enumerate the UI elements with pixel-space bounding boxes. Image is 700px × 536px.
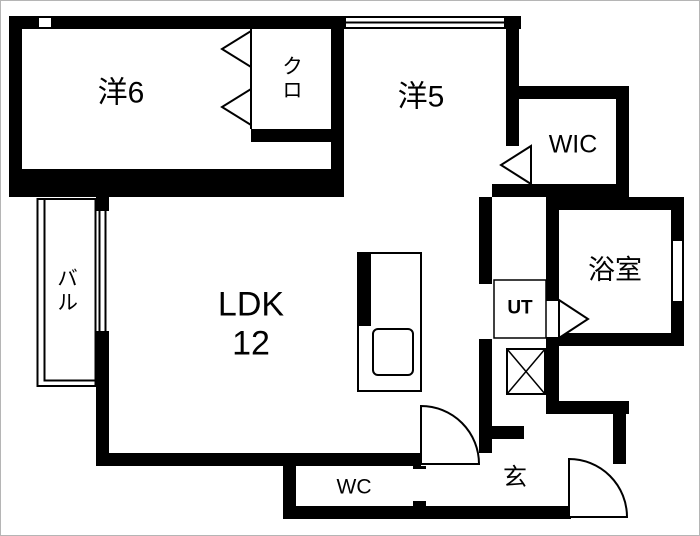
wall-entrance-right: [613, 414, 626, 464]
window-bath: [673, 241, 682, 301]
room-label-ldk: LDK 12: [218, 285, 284, 366]
balcony-slider-line-a: [98, 211, 101, 331]
room-label-closet: クロ: [279, 55, 303, 103]
room-label-entrance: 玄: [503, 463, 527, 491]
wall-closet-right: [331, 16, 344, 197]
kitchen-sink-icon: [372, 328, 414, 376]
wall-bath-top: [546, 197, 684, 210]
closet-door-upper-icon: [220, 29, 252, 69]
door-triangles: [220, 29, 590, 340]
balcony-railing: [36, 198, 97, 387]
room-label-western6: 洋6: [97, 76, 145, 110]
wall-left: [9, 16, 22, 197]
wall-entrance-top: [559, 401, 629, 414]
room-label-ldk-size: 12: [232, 325, 270, 363]
bath-door-opening: [546, 301, 559, 337]
wall-wic-right: [616, 86, 629, 197]
room-label-western5: 洋5: [397, 80, 445, 114]
room-label-ldk-text: LDK: [217, 285, 285, 324]
wall-bath-bottom: [559, 333, 684, 346]
balcony-slider-line-b: [104, 211, 107, 331]
closet-door-line: [250, 29, 252, 129]
bath-door-icon: [558, 298, 590, 340]
wall-closet-bottom: [251, 129, 344, 142]
window-yo5-sash-line: [346, 21, 504, 24]
hall-door-arc: [420, 404, 481, 465]
room-label-wic: WIC: [548, 130, 598, 159]
door-arcs: [420, 404, 629, 518]
ut-vanity: [493, 279, 547, 339]
balcony-railing-inner: [43, 199, 96, 382]
balcony-door-opening: [96, 211, 109, 331]
wall-ldk-bottom: [96, 453, 421, 466]
ut-door-opening: [479, 284, 492, 339]
wall-wic-bottom: [492, 184, 629, 197]
wall-wic-top: [519, 86, 629, 99]
kitchen-stub-wall: [358, 253, 371, 326]
wic-door-icon: [499, 144, 532, 186]
room-label-balcony: バル: [54, 267, 78, 315]
entrance-door-arc: [568, 457, 629, 518]
fixtures: [36, 198, 547, 395]
wc-door-opening: [413, 469, 426, 501]
room-label-wc: WC: [336, 475, 372, 499]
wall-bottom: [283, 506, 571, 519]
wall-wc-left: [283, 453, 296, 519]
window-sashes: [98, 21, 504, 331]
window-yo6-top: [39, 18, 51, 27]
room-label-bathroom: 浴室: [588, 255, 642, 286]
room-label-ut: UT: [507, 297, 533, 319]
wall-genkan-step: [492, 426, 524, 439]
closet-door-lower-icon: [220, 87, 252, 127]
washer-pan-cross-icon: [506, 348, 546, 395]
wall-yo6-bottom: [9, 169, 344, 197]
